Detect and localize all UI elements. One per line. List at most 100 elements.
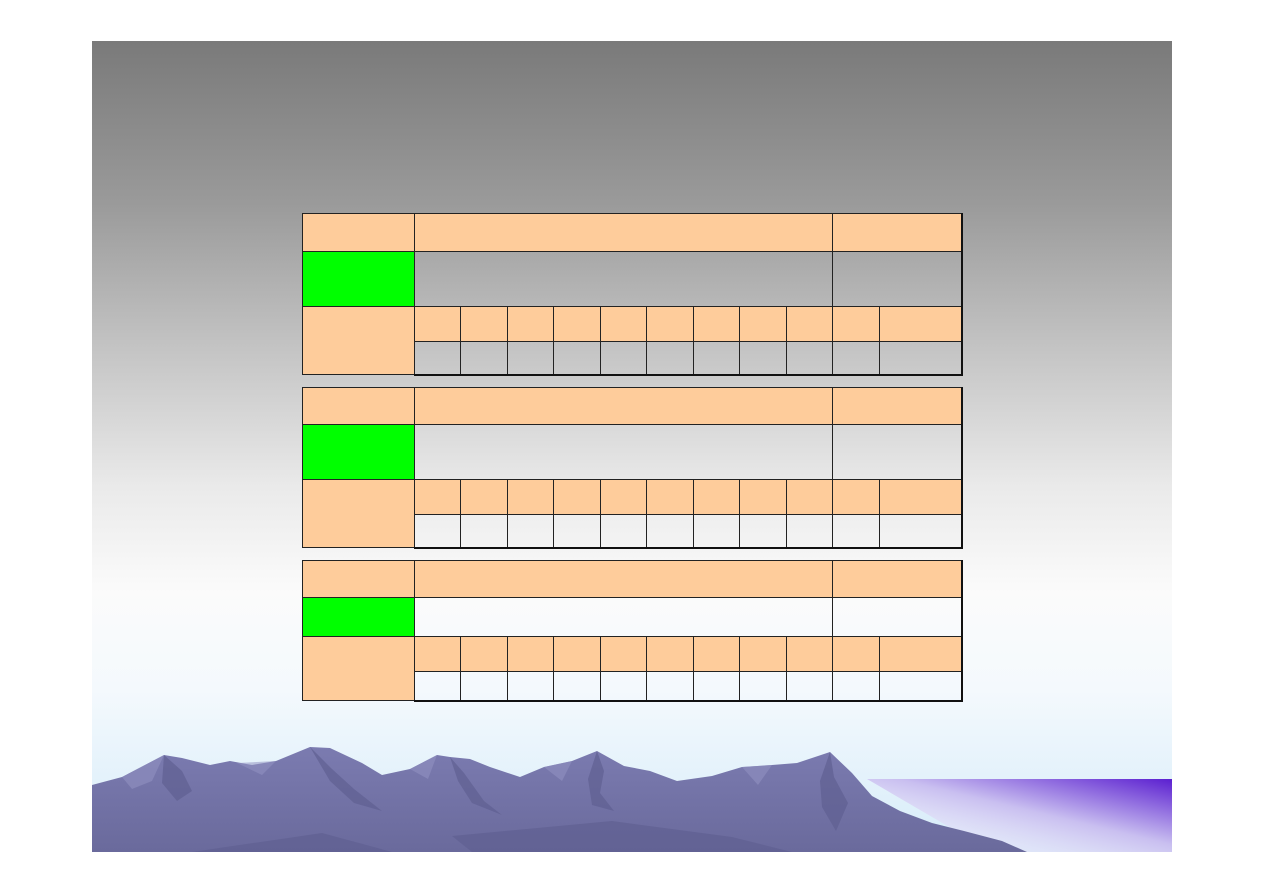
grid-value-cell — [600, 514, 647, 549]
grid-value-cell — [646, 341, 694, 376]
sea-gradient-shape — [867, 779, 1172, 852]
grid-value-cell — [507, 671, 554, 702]
grid-value-cell — [414, 341, 461, 376]
grid-header-cell — [460, 479, 508, 515]
table-highlight-row — [302, 597, 963, 637]
grid-value-cell — [879, 514, 963, 549]
grid-value-cell — [832, 341, 881, 376]
grid-header-cell — [646, 479, 694, 515]
grid-value-cell — [739, 341, 787, 376]
table-header-row — [302, 560, 963, 598]
grid-label-cell — [302, 479, 415, 548]
table-grid-header-row — [302, 479, 963, 548]
grid-value-cell — [507, 341, 554, 376]
grid-value-cell — [553, 341, 601, 376]
grid-header-cell — [739, 306, 787, 342]
table-grid-header-row — [302, 306, 963, 375]
highlight-extra-cell — [832, 251, 963, 307]
table-grid-header-row — [302, 636, 963, 701]
slide — [92, 41, 1172, 852]
grid-header-cell — [879, 636, 963, 672]
grid-header-cell — [785, 479, 834, 515]
table-highlight-row — [302, 424, 963, 480]
record-table-3 — [302, 560, 963, 702]
grid-value-cell — [739, 671, 787, 702]
grid-header-cell — [507, 636, 554, 672]
table-header-row — [302, 387, 963, 425]
grid-header-cell — [693, 479, 740, 515]
grid-header-cell — [414, 306, 461, 342]
highlight-label-cell — [302, 251, 415, 307]
table-header-row — [302, 213, 963, 252]
table-grid-value-row — [303, 341, 963, 376]
mountain-shadow-shape — [162, 747, 848, 852]
grid-value-cell — [646, 671, 694, 702]
grid-value-cell — [553, 514, 601, 549]
highlight-content-cell — [413, 251, 834, 307]
grid-header-cell — [693, 636, 740, 672]
grid-value-cell — [646, 514, 694, 549]
grid-value-cell — [739, 514, 787, 549]
grid-header-cell — [785, 636, 834, 672]
grid-value-cell — [785, 341, 834, 376]
mountain-landscape-image — [92, 747, 1172, 852]
table-grid-value-row — [303, 514, 963, 549]
header-title-cell — [413, 560, 834, 598]
grid-header-cell — [553, 636, 601, 672]
grid-header-cell — [553, 306, 601, 342]
grid-value-cell — [879, 341, 963, 376]
header-extra-cell — [832, 213, 963, 252]
grid-value-cell — [414, 671, 461, 702]
grid-header-cell — [785, 306, 834, 342]
grid-value-cell — [460, 671, 508, 702]
header-extra-cell — [832, 387, 963, 425]
grid-value-cell — [414, 514, 461, 549]
highlight-content-cell — [413, 424, 834, 480]
header-title-cell — [413, 387, 834, 425]
grid-header-cell — [507, 479, 554, 515]
grid-header-cell — [832, 306, 881, 342]
grid-value-cell — [460, 514, 508, 549]
grid-header-cell — [460, 306, 508, 342]
record-table-1 — [302, 213, 963, 376]
grid-value-cell — [693, 671, 740, 702]
grid-header-cell — [414, 636, 461, 672]
grid-header-cell — [414, 479, 461, 515]
grid-label-cell — [302, 636, 415, 701]
grid-header-cell — [600, 636, 647, 672]
grid-value-cell — [693, 341, 740, 376]
grid-value-cell — [693, 514, 740, 549]
record-table-2 — [302, 387, 963, 549]
header-label-cell — [302, 387, 415, 425]
grid-header-cell — [879, 479, 963, 515]
grid-header-cell — [460, 636, 508, 672]
grid-value-cell — [507, 514, 554, 549]
table-grid-value-row — [303, 671, 963, 702]
grid-header-cell — [646, 636, 694, 672]
grid-header-cell — [507, 306, 554, 342]
grid-header-cell — [879, 306, 963, 342]
grid-header-cell — [739, 479, 787, 515]
grid-value-cell — [832, 514, 881, 549]
grid-value-cell — [553, 671, 601, 702]
header-label-cell — [302, 213, 415, 252]
grid-header-cell — [832, 479, 881, 515]
highlight-label-cell — [302, 597, 415, 637]
grid-header-cell — [646, 306, 694, 342]
grid-value-cell — [879, 671, 963, 702]
grid-header-cell — [693, 306, 740, 342]
grid-header-cell — [553, 479, 601, 515]
grid-header-cell — [739, 636, 787, 672]
highlight-extra-cell — [832, 424, 963, 480]
grid-header-cell — [600, 306, 647, 342]
header-extra-cell — [832, 560, 963, 598]
highlight-label-cell — [302, 424, 415, 480]
header-label-cell — [302, 560, 415, 598]
grid-value-cell — [460, 341, 508, 376]
grid-value-cell — [785, 671, 834, 702]
grid-value-cell — [600, 341, 647, 376]
grid-value-cell — [600, 671, 647, 702]
header-title-cell — [413, 213, 834, 252]
highlight-content-cell — [413, 597, 834, 637]
highlight-extra-cell — [832, 597, 963, 637]
